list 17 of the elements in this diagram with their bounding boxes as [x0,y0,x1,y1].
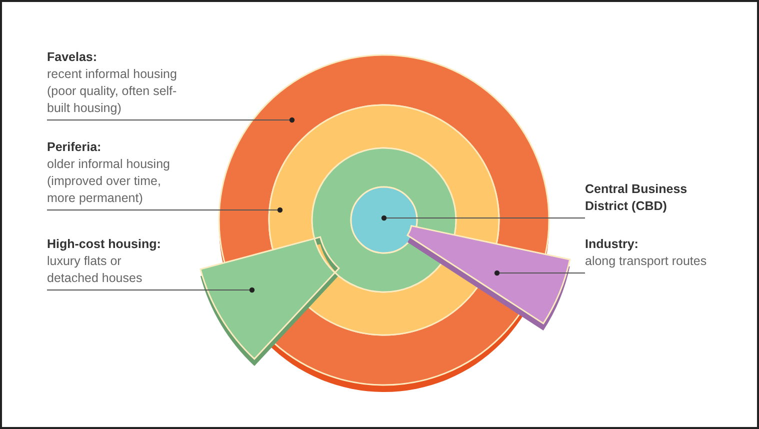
leader-line [46,207,283,213]
leader-line [494,270,586,276]
zone-heading: Favelas: [47,49,98,66]
leader-line [46,287,255,293]
centre-circle [350,186,418,254]
zone-text: luxury flats or detached houses [47,253,144,287]
zone-text: recent informal housing (poor quality, often self-built housing) [47,66,178,117]
zone-text: older informal housing (improved over time, more permanent) [47,156,171,207]
zone-sector [406,225,571,330]
zone-heading: High-cost housing: [47,236,162,253]
zone-heading: Central Business District (CBD) [585,181,688,215]
zone-text: along transport routes [585,253,708,270]
leader-line [381,215,586,221]
leader-line [46,117,295,123]
zone-heading: Industry: [585,236,640,253]
zone-heading: Periferia: [47,139,102,156]
zone-ring [200,147,457,366]
